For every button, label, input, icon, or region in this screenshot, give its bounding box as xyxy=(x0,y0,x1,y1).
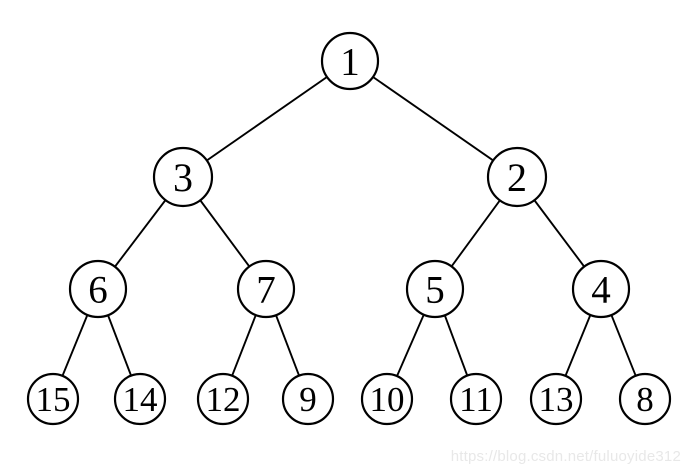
tree-node-label-15: 15 xyxy=(36,380,71,419)
watermark: https://blog.csdn.net/fuluoyide312 xyxy=(450,448,681,465)
tree-node-circle-7 xyxy=(236,259,296,319)
tree-node-circle-11 xyxy=(449,372,503,426)
tree-node-label-11: 11 xyxy=(459,380,493,419)
tree-node-circle-8 xyxy=(618,372,672,426)
tree-node-circle-13 xyxy=(529,372,583,426)
tree-node-8: 8 xyxy=(618,372,672,426)
tree-node-2: 2 xyxy=(486,146,548,208)
tree-node-label-5: 5 xyxy=(425,268,445,311)
tree-node-10: 10 xyxy=(360,372,414,426)
tree-node-3: 3 xyxy=(152,146,214,208)
tree-node-label-13: 13 xyxy=(539,380,574,419)
tree-node-label-14: 14 xyxy=(123,380,158,419)
tree-node-11: 11 xyxy=(449,372,503,426)
tree-node-label-6: 6 xyxy=(88,268,108,311)
tree-node-13: 13 xyxy=(529,372,583,426)
tree-node-12: 12 xyxy=(196,372,250,426)
tree-node-label-4: 4 xyxy=(591,268,611,311)
tree-node-circle-5 xyxy=(405,259,465,319)
tree-node-7: 7 xyxy=(236,259,296,319)
tree-node-circle-3 xyxy=(152,146,214,208)
tree-node-label-10: 10 xyxy=(370,380,405,419)
tree-node-4: 4 xyxy=(571,259,631,319)
tree-node-circle-12 xyxy=(196,372,250,426)
tree-node-6: 6 xyxy=(68,259,128,319)
tree-node-label-7: 7 xyxy=(256,268,276,311)
tree-node-14: 14 xyxy=(113,372,167,426)
tree-edges xyxy=(52,60,646,400)
tree-node-15: 15 xyxy=(26,372,80,426)
tree-node-circle-10 xyxy=(360,372,414,426)
tree-node-label-9: 9 xyxy=(299,380,317,419)
tree-node-9: 9 xyxy=(281,372,335,426)
tree-node-circle-9 xyxy=(281,372,335,426)
tree-node-circle-2 xyxy=(486,146,548,208)
tree-edge-1-3 xyxy=(182,60,351,178)
tree-edge-1-2 xyxy=(349,60,518,178)
tree-node-circle-1 xyxy=(320,31,380,91)
tree-node-label-3: 3 xyxy=(173,155,193,200)
tree-node-5: 5 xyxy=(405,259,465,319)
tree-node-circle-6 xyxy=(68,259,128,319)
tree-node-circle-4 xyxy=(571,259,631,319)
tree-node-circle-14 xyxy=(113,372,167,426)
tree-node-label-1: 1 xyxy=(340,40,360,83)
tree-node-label-12: 12 xyxy=(206,380,241,419)
tree-node-1: 1 xyxy=(320,31,380,91)
tree-node-label-2: 2 xyxy=(507,155,527,200)
tree-node-label-8: 8 xyxy=(636,380,654,419)
tree-node-circle-15 xyxy=(26,372,80,426)
